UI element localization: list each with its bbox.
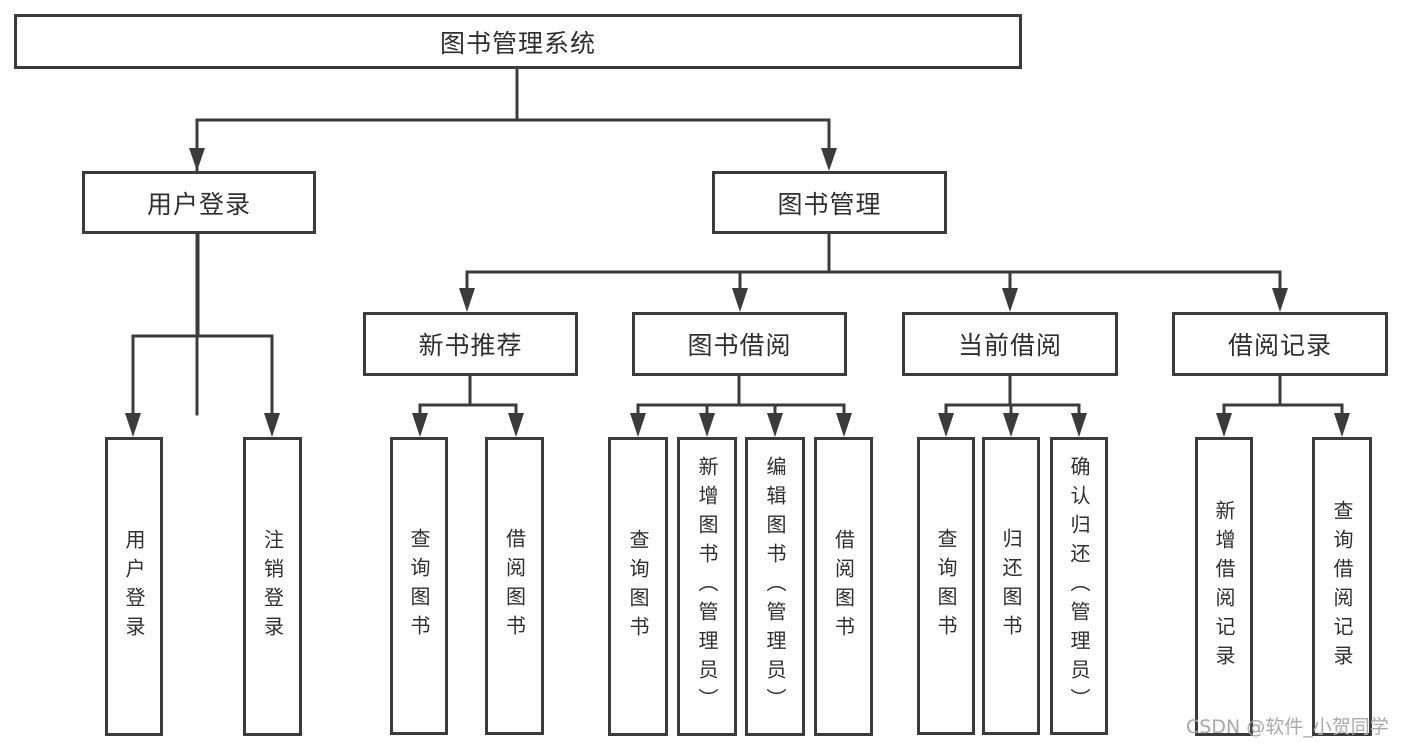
connector-current-borrow-to-leaves [938, 375, 1087, 437]
csdn-watermark: CSDN @软件_小贺同学 [1186, 716, 1389, 738]
node-book-management-label: 图书管理 [777, 189, 882, 219]
leaf-bb-borrow-books: 借阅图书 [814, 437, 873, 736]
node-root-system-label: 图书管理系统 [439, 28, 596, 58]
node-user-login-label: 用户登录 [146, 189, 251, 219]
node-book-management: 图书管理 [712, 171, 947, 234]
leaf-rec-query-books: 查询图书 [390, 437, 448, 735]
leaf-bb-add-books-admin: 新增图书（管理员） [677, 437, 737, 736]
leaf-bb-borrow-books-label: 借阅图书 [831, 528, 856, 645]
leaf-rec-borrow-books-label: 借阅图书 [502, 528, 527, 644]
leaf-br-add-record-label: 新增借阅记录 [1212, 499, 1236, 674]
leaf-cb-return-books: 归还图书 [982, 437, 1040, 735]
leaf-cb-query-books-label: 查询图书 [934, 528, 958, 644]
connector-new-book-rec-to-leaves [412, 375, 524, 437]
leaf-rec-query-books-label: 查询图书 [407, 528, 431, 644]
leaf-cb-confirm-return-admin-label: 确认归还（管理员） [1067, 455, 1091, 717]
connector-user-login-to-leaves [125, 232, 280, 437]
leaf-logout: 注销登录 [243, 437, 302, 736]
node-user-login: 用户登录 [82, 171, 316, 234]
node-root-system: 图书管理系统 [14, 14, 1022, 69]
node-current-borrowing: 当前借阅 [902, 312, 1118, 376]
connector-book-borrow-to-leaves [630, 375, 852, 437]
leaf-bb-query-books-label: 查询图书 [626, 528, 650, 645]
leaf-user-login: 用户登录 [105, 437, 163, 736]
connector-borrow-records-to-leaves [1216, 375, 1350, 437]
connector-root-to-level2 [189, 67, 837, 416]
leaf-user-login-label: 用户登录 [122, 528, 146, 645]
leaf-br-add-record: 新增借阅记录 [1195, 437, 1253, 736]
node-borrowing-records: 借阅记录 [1172, 312, 1388, 376]
leaf-bb-query-books: 查询图书 [608, 437, 668, 736]
node-book-borrowing-label: 图书借阅 [687, 331, 792, 360]
leaf-rec-borrow-books: 借阅图书 [485, 437, 544, 735]
leaf-cb-return-books-label: 归还图书 [999, 528, 1023, 644]
leaf-cb-confirm-return-admin: 确认归还（管理员） [1050, 437, 1108, 735]
node-new-book-recommend: 新书推荐 [363, 312, 578, 376]
node-new-book-recommend-label: 新书推荐 [418, 331, 523, 360]
connector-book-mgmt-to-level3 [459, 232, 1288, 312]
node-current-borrowing-label: 当前借阅 [957, 331, 1062, 360]
node-book-borrowing: 图书借阅 [632, 312, 847, 376]
leaf-br-query-record-label: 查询借阅记录 [1330, 499, 1354, 674]
leaf-bb-add-books-admin-label: 新增图书（管理员） [695, 456, 719, 717]
node-borrowing-records-label: 借阅记录 [1227, 331, 1332, 360]
leaf-bb-edit-books-admin: 编辑图书（管理员） [745, 437, 805, 736]
leaf-br-query-record: 查询借阅记录 [1312, 437, 1372, 736]
leaf-bb-edit-books-admin-label: 编辑图书（管理员） [763, 456, 787, 717]
leaf-logout-label: 注销登录 [260, 528, 285, 645]
leaf-cb-query-books: 查询图书 [917, 437, 975, 735]
